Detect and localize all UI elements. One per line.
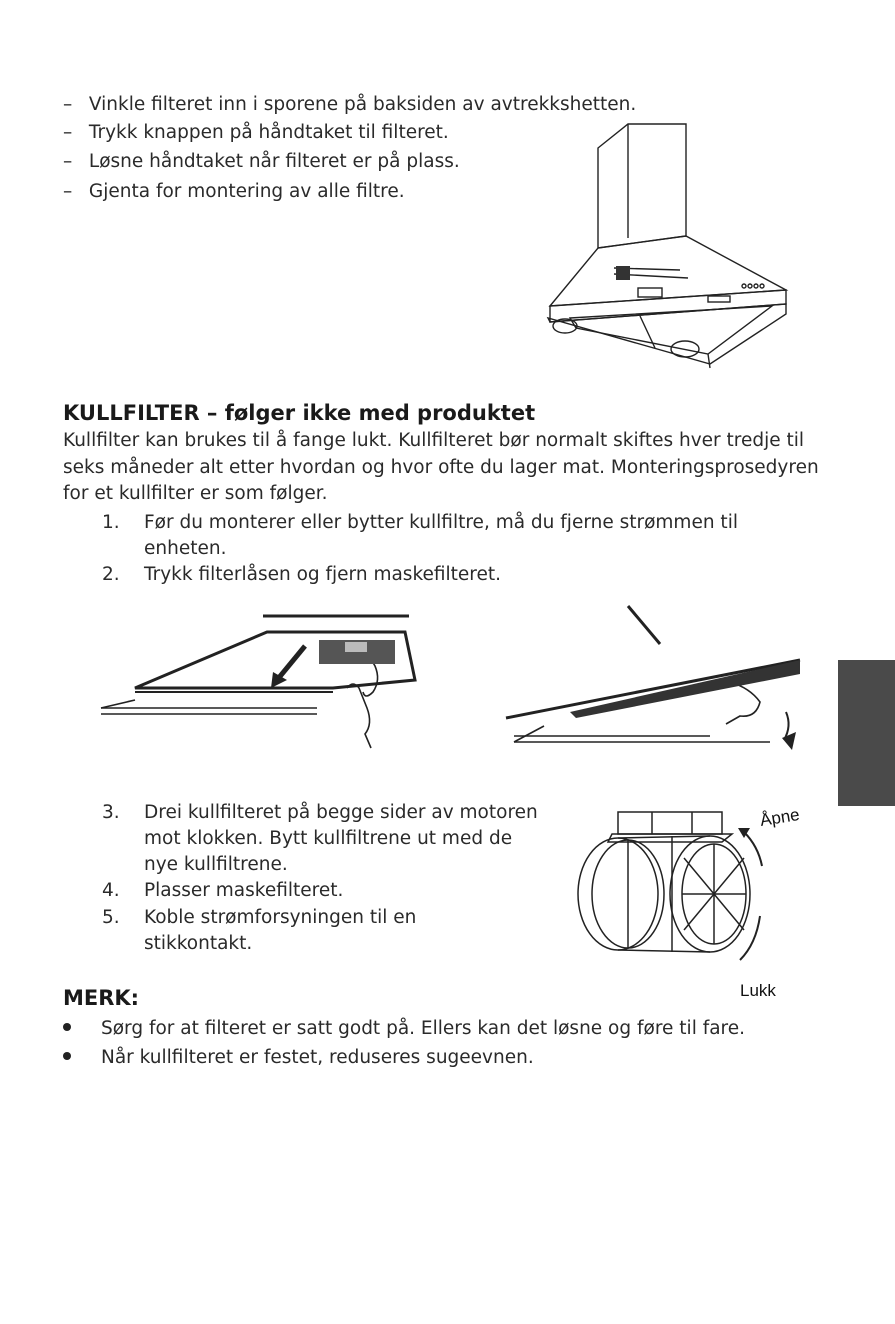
step-item: 2. Trykk filterlåsen og fjern maskefilte…	[102, 562, 802, 590]
install-step-text: Gjenta for montering av alle filtre.	[88, 181, 405, 202]
install-step: – Gjenta for montering av alle filtre.	[63, 179, 405, 205]
step-number: 4.	[102, 880, 120, 901]
install-step: – Vinkle filteret inn i sporene på baksi…	[63, 92, 636, 118]
install-step: – Løsne håndtaket når filteret er på pla…	[63, 149, 460, 175]
step-number: 1.	[102, 512, 120, 533]
step-item: 1. Før du monterer eller bytter kullfilt…	[102, 510, 802, 566]
note-bullet: Når kullfilteret er festet, reduseres su…	[63, 1045, 534, 1071]
intro-paragraph: Kullfilter kan brukes til å fange lukt. …	[63, 428, 838, 508]
note-bullet-text: Når kullfilteret er festet, reduseres su…	[101, 1047, 534, 1068]
bullet-icon	[63, 1052, 71, 1060]
install-step-text: Trykk knappen på håndtaket til filteret.	[88, 122, 449, 143]
intro-line: for et kullfilter er som følger.	[63, 483, 328, 504]
step-text: Før du monterer eller bytter kullfiltre,…	[144, 512, 738, 533]
dash-marker: –	[63, 94, 73, 115]
step-text: Koble strømforsyningen til en	[144, 907, 417, 928]
filter-lock-illustration	[100, 614, 417, 749]
range-hood-illustration	[546, 123, 789, 369]
side-tab-marker	[838, 660, 895, 806]
install-step: – Trykk knappen på håndtaket til filtere…	[63, 120, 449, 146]
step-text: Drei kullfilteret på begge sider av moto…	[144, 802, 538, 823]
bullet-icon	[63, 1023, 71, 1031]
step-item: 5. Koble strømforsyningen til en stikkon…	[102, 905, 562, 959]
step-item: 4. Plasser maskefilteret.	[102, 878, 562, 906]
note-title: MERK:	[63, 986, 140, 1010]
step-text: enheten.	[144, 538, 227, 559]
step-text: stikkontakt.	[144, 933, 253, 954]
section-title: KULLFILTER – følger ikke med produktet	[63, 401, 536, 425]
motor-illustration	[577, 811, 763, 961]
step-text: nye kullfiltrene.	[144, 854, 288, 875]
note-bullet-text: Sørg for at filteret er satt godt på. El…	[101, 1018, 746, 1039]
step-item: 3. Drei kullfilteret på begge sider av m…	[102, 800, 562, 880]
filter-remove-illustration	[505, 605, 801, 750]
step-text: Plasser maskefilteret.	[144, 880, 344, 901]
dash-marker: –	[63, 122, 73, 143]
install-step-text: Løsne håndtaket når filteret er på plass…	[88, 151, 460, 172]
step-text: mot klokken. Bytt kullfiltrene ut med de	[144, 828, 513, 849]
close-label: Lukk	[740, 981, 776, 1000]
step-text: Trykk filterlåsen og fjern maskefilteret…	[144, 564, 502, 585]
intro-line: Kullfilter kan brukes til å fange lukt. …	[63, 430, 805, 451]
dash-marker: –	[63, 181, 73, 202]
dash-marker: –	[63, 151, 73, 172]
step-number: 3.	[102, 802, 120, 823]
step-number: 2.	[102, 564, 120, 585]
note-bullet: Sørg for at filteret er satt godt på. El…	[63, 1016, 745, 1042]
install-step-text: Vinkle filteret inn i sporene på bakside…	[88, 94, 637, 115]
step-number: 5.	[102, 907, 120, 928]
intro-line: seks måneder alt etter hvordan og hvor o…	[63, 456, 819, 478]
